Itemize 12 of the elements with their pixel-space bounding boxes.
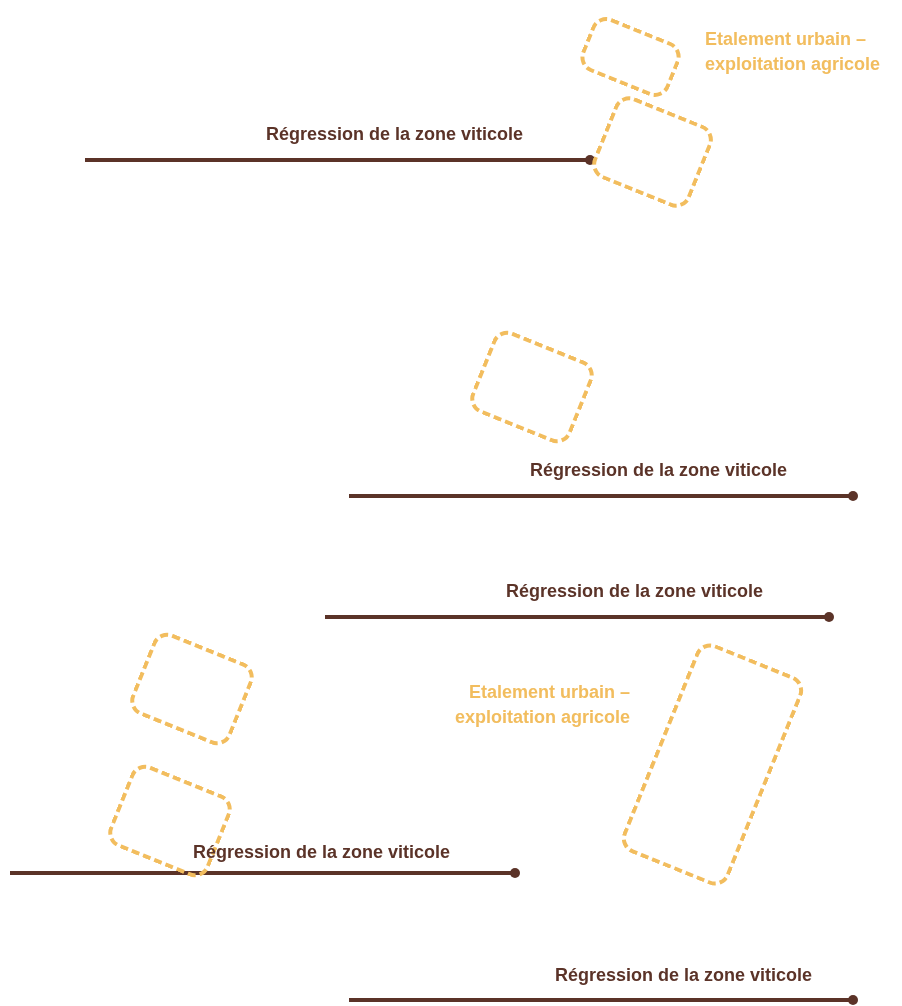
- annotation-text: Régression de la zone viticole: [506, 581, 764, 602]
- annotation-text: Etalement urbain – exploitation agricole: [453, 681, 630, 729]
- annotation-text: Régression de la zone viticole: [555, 965, 813, 986]
- leader-line: [349, 491, 858, 501]
- leader-line: [85, 155, 595, 165]
- annotation-text: Régression de la zone viticole: [530, 460, 788, 481]
- annotation-text: Régression de la zone viticole: [266, 124, 524, 145]
- leader-line: [325, 612, 834, 622]
- leader-line: [349, 995, 858, 1005]
- leader-line: [10, 868, 520, 878]
- annotation-text: Régression de la zone viticole: [193, 842, 451, 863]
- annotation-text: Etalement urbain – exploitation agricole: [705, 28, 882, 76]
